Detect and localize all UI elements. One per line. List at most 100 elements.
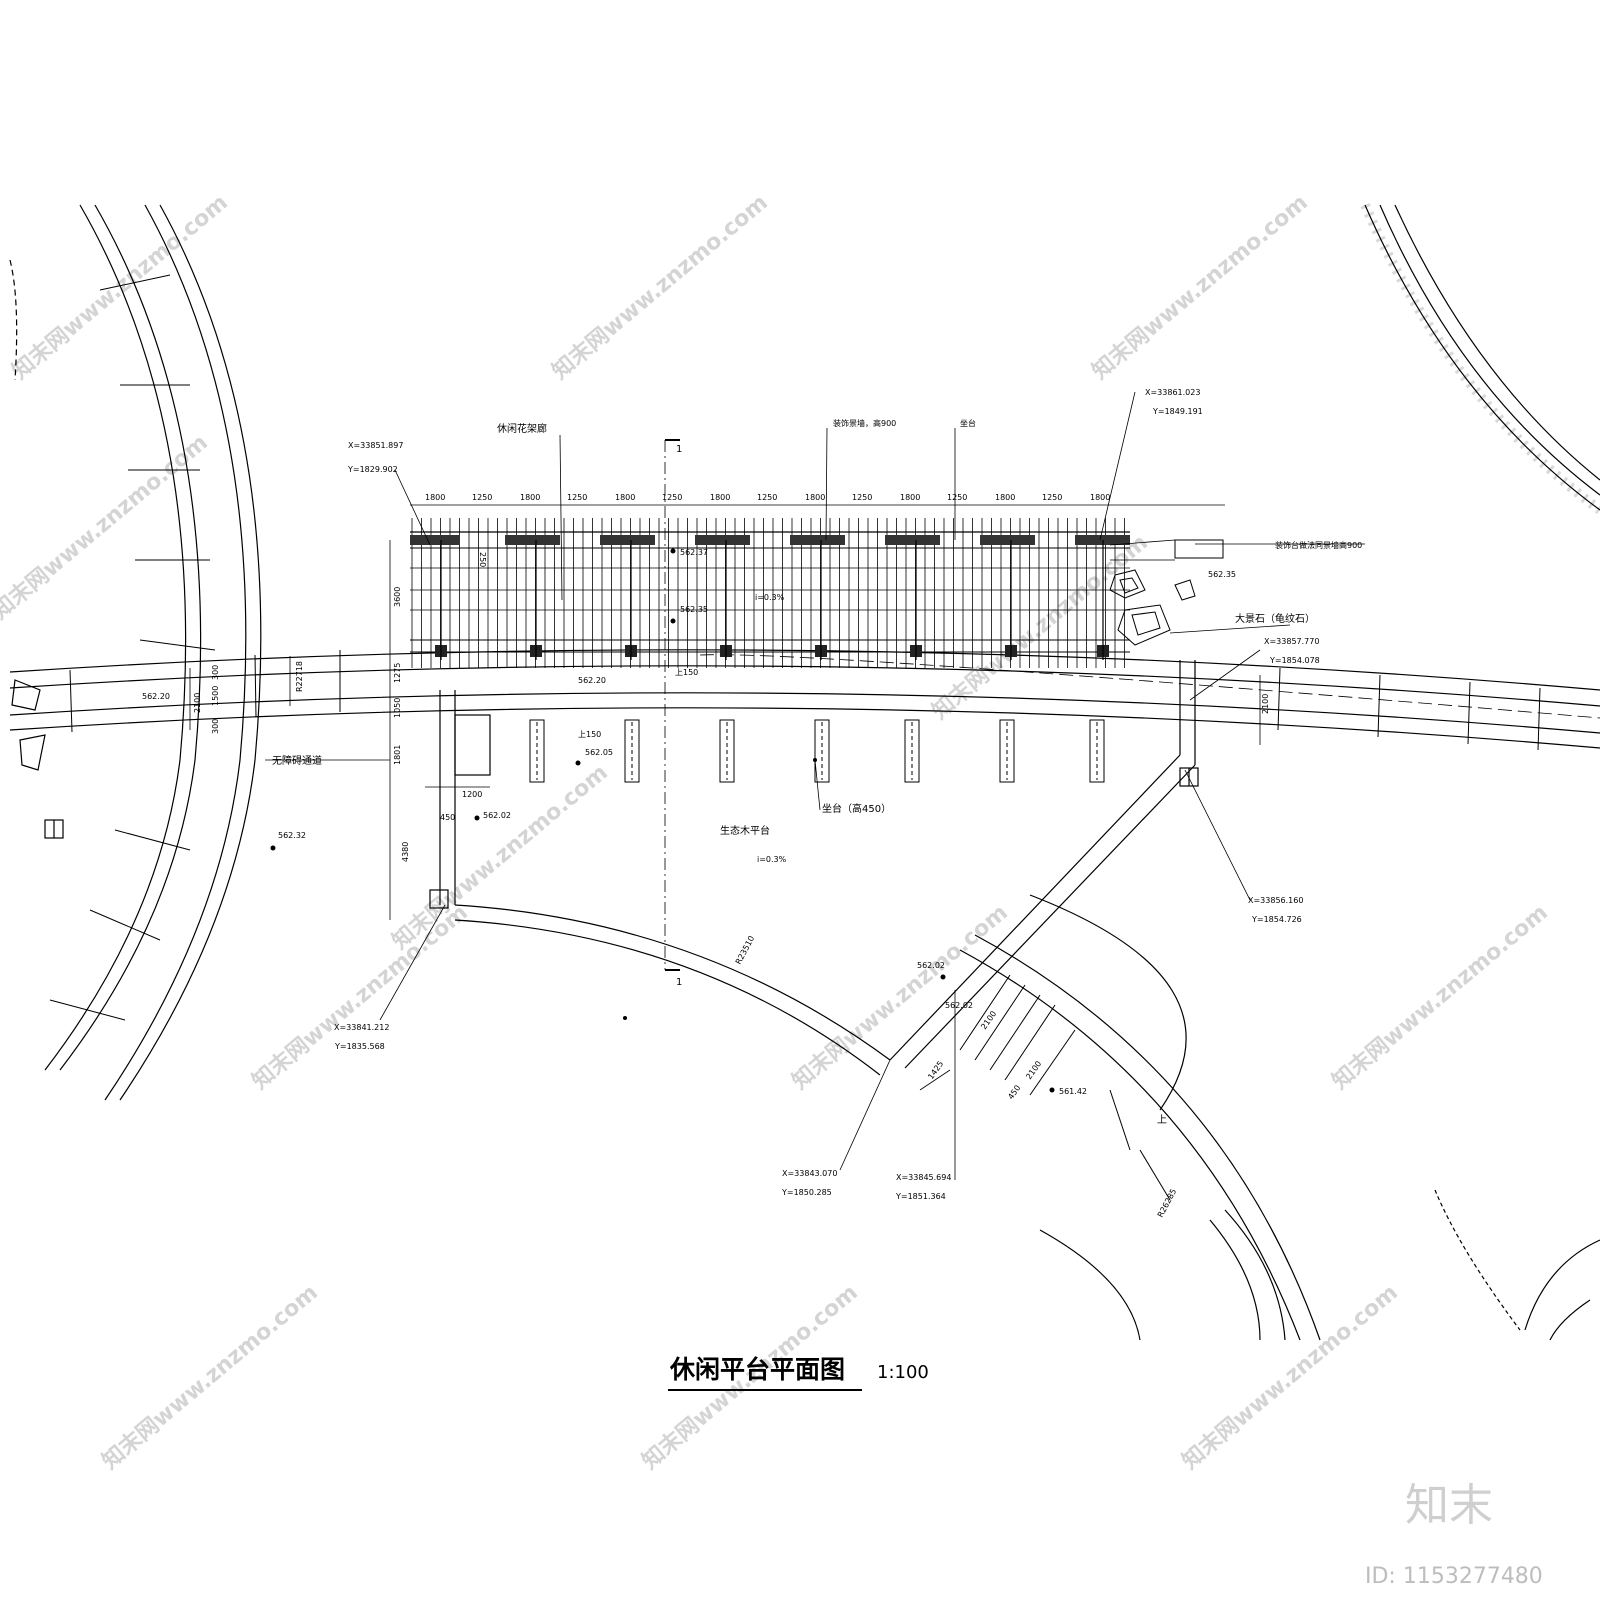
deck-outline [429,660,1199,1076]
watermark-text: 知末网www.znzmo.com [387,759,613,954]
dim-label: 450 [1006,1083,1022,1101]
watermark-text: 知末网www.znzmo.com [1087,189,1313,384]
dim-label: 4380 [401,842,410,862]
elevation: 562.02 [483,811,511,820]
label-slope: i=0.3% [757,855,787,864]
watermark-text: 知末网www.znzmo.com [0,429,213,624]
dim-top-label: 1250 [662,493,682,502]
dim-top-label: 1800 [615,493,635,502]
label-decor-right: 装饰台做法同景墙高900 [1275,540,1362,550]
label-up: 上150 [578,730,601,739]
dim-label: 3600 [393,587,402,607]
dim-top-label: 1250 [852,493,872,502]
elevation: 562.35 [680,605,708,614]
left-curved-path [9,204,262,1101]
dim-label: 1275 [393,663,402,683]
label-up: 上 [1157,1114,1167,1126]
drawing-scale: 1:100 [877,1362,929,1383]
label-barrier-free: 无障碍通道 [272,754,322,767]
watermark-text: 知末网www.znzmo.com [787,899,1013,1094]
coord-x: X=33841.212 [334,1023,389,1032]
coord-x: X=33861.023 [1145,388,1200,397]
coordinate-labels: X=33851.897 Y=1829.902 X=33861.023 Y=184… [334,388,1320,1201]
label-pergola: 休闲花架廊 [497,422,547,435]
elevation: 562.02 [917,961,945,970]
pergola-beams [410,535,1130,545]
dim-top-label: 1800 [425,493,445,502]
label-decor-wall: 装饰景墙，高900 [833,418,896,428]
elevation: 562.37 [680,548,708,557]
dim-label: 1500 [211,686,220,706]
pergola [410,518,1224,668]
coord-x: X=33857.770 [1264,637,1319,646]
dim-top-label: 1250 [472,493,492,502]
dim-label: 300 [211,665,220,680]
elevation: 562.20 [142,692,170,701]
dimension-lines [189,439,1261,1091]
radius-label: R22718 [295,661,304,692]
dim-top-label: 1250 [757,493,777,502]
dim-label: 250 [478,552,487,567]
leader-lines [265,391,1365,1180]
coord-x: X=33845.694 [896,1173,951,1182]
coord-y: Y=1850.285 [781,1188,832,1197]
coord-y: Y=1854.726 [1251,915,1302,924]
coord-y: Y=1829.902 [347,465,398,474]
dim-top-label: 1800 [900,493,920,502]
top-right-paving [1360,203,1600,515]
dim-label: 2100 [193,693,202,713]
section-mark: 1 [676,444,682,455]
brand-logo-text: 知末 [1405,1480,1493,1531]
label-big-rock: 大景石（龟纹石） [1235,612,1315,625]
dim-label: 300 [211,719,220,734]
big-rocks [1109,569,1196,646]
dim-top-label: 1800 [520,493,540,502]
label-up: 上150 [675,668,698,677]
left-path-joints [49,274,216,1021]
elevation-dots [270,548,1055,1093]
dim-label: 1050 [393,698,402,718]
dim-top-label: 1800 [805,493,825,502]
watermark-text: 知末网www.znzmo.com [247,899,473,1094]
drawing-title: 休闲平台平面图 [669,1355,845,1384]
dim-top-label: 1250 [1042,493,1062,502]
dim-label: 1425 [926,1059,945,1081]
coord-y: Y=1851.364 [895,1192,946,1201]
coord-y: Y=1849.191 [1152,407,1203,416]
dim-label: 2100 [1024,1059,1043,1081]
dim-top-label: 1250 [567,493,587,502]
dim-top-label: 1800 [995,493,1015,502]
elevation: 562.02 [945,1001,973,1010]
pergola-posts [440,540,1104,660]
dim-top-label: 1800 [1090,493,1110,502]
section-mark: 1 [676,977,682,988]
elevation-labels: 562.37 562.35 562.20 562.20 562.05 562.0… [142,548,1236,1096]
bottom-right-walkway [959,894,1600,1341]
drawing-title-block: 休闲平台平面图 1:100 [668,1355,929,1391]
brand-watermark: 知末 ID: 1153277480 [1365,1480,1543,1589]
label-eco-deck: 生态木平台 [720,824,770,837]
label-seat-450: 坐台（高450） [822,802,891,815]
dim-top-label: 1800 [710,493,730,502]
elevation: 562.35 [1208,570,1236,579]
radius-label: R26285 [1156,1187,1179,1219]
dim-label: 2100 [1261,694,1270,714]
elevation: 562.05 [585,748,613,757]
drawing-labels: 休闲花架廊 装饰景墙，高900 坐台 装饰台做法同景墙高900 大景石（龟纹石）… [272,418,1362,1126]
elevation: 561.42 [1059,1087,1087,1096]
watermark-text: 知末网www.znzmo.com [547,189,773,384]
image-id: ID: 1153277480 [1365,1564,1543,1589]
dim-label: 2100 [979,1009,998,1031]
coord-x: X=33843.070 [782,1169,837,1178]
seat-benches [529,719,1105,783]
label-slope: i=0.3% [755,593,785,602]
main-walkway [9,649,1600,771]
coord-x: X=33856.160 [1248,896,1303,905]
dim-label: 1801 [393,745,402,765]
coord-y: Y=1835.568 [334,1042,385,1051]
watermark-text: 知末网www.znzmo.com [1327,899,1553,1094]
elevation: 562.20 [578,676,606,685]
dim-top-label: 1250 [947,493,967,502]
